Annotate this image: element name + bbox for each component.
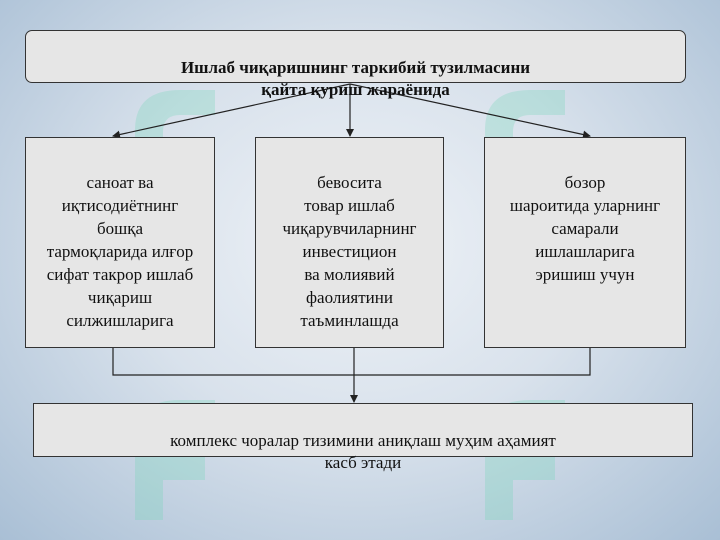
conclusion-box: комплекс чоралар тизимини аниқлаш муҳим … — [33, 403, 693, 472]
title-box: Ишлаб чиқаришнинг таркибий тузилмасини қ… — [25, 30, 686, 99]
conclusion-text: комплекс чоралар тизимини аниқлаш муҳим … — [170, 431, 556, 472]
column-text: бевосита товар ишлаб чиқарувчиларнинг ин… — [282, 173, 417, 330]
column-text: саноат ва иқтисодиётнинг бошқа тармоқлар… — [46, 173, 194, 330]
column-box-market: бозор шароитида уларнинг самарали ишлашл… — [484, 137, 686, 348]
title-text: Ишлаб чиқаришнинг таркибий тузилмасини қ… — [180, 58, 531, 99]
merge-line — [112, 348, 591, 376]
column-box-producers: бевосита товар ишлаб чиқарувчиларнинг ин… — [255, 137, 444, 348]
column-box-industry: саноат ва иқтисодиётнинг бошқа тармоқлар… — [25, 137, 215, 348]
column-text: бозор шароитида уларнинг самарали ишлашл… — [509, 173, 661, 284]
